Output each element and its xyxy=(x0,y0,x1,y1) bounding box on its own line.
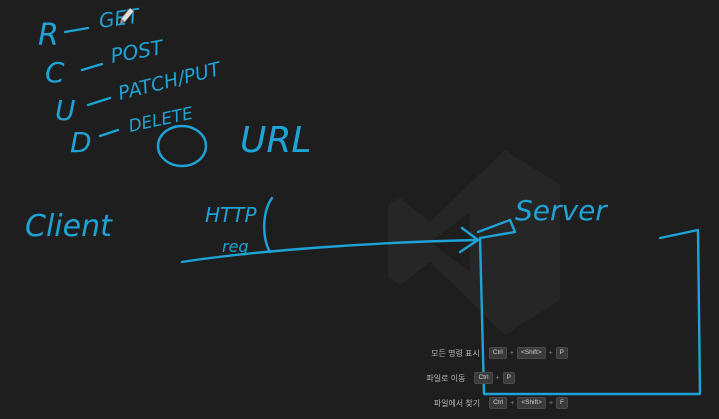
pen-cursor-icon xyxy=(119,7,135,25)
shortcut-find-in-files[interactable]: 파일에서 찾기 Ctrl + <Shift> + F xyxy=(434,395,568,411)
arrow-head xyxy=(458,226,480,254)
server-box xyxy=(476,218,702,396)
http-label: HTTP xyxy=(205,203,257,227)
shortcut-label: 파일로 이동 xyxy=(426,373,466,383)
shortcut-label: 모든 명령 표시 xyxy=(431,348,480,358)
dash-d xyxy=(98,128,120,138)
crud-u-method: PATCH/PUT xyxy=(116,58,224,105)
req-label: req xyxy=(222,237,249,256)
key: Ctrl xyxy=(489,397,508,409)
server-label: Server xyxy=(515,194,608,227)
paren-drawing xyxy=(263,196,274,254)
url-label: URL xyxy=(240,120,311,161)
key: <Shift> xyxy=(517,397,546,409)
shortcut-label: 파일에서 찾기 xyxy=(433,398,481,408)
key: P xyxy=(555,347,568,359)
shortcut-go-to-file[interactable]: 파일로 이동 Ctrl + P xyxy=(426,370,515,386)
dash-c xyxy=(80,62,104,72)
crud-c-letter: C xyxy=(45,56,65,89)
circle-drawing xyxy=(156,124,208,168)
client-label: Client xyxy=(25,209,113,244)
dash-u xyxy=(86,96,112,107)
key: Ctrl xyxy=(474,372,493,384)
key: <Shift> xyxy=(516,347,546,359)
crud-d-letter: D xyxy=(70,126,92,159)
key: Ctrl xyxy=(488,347,507,359)
dash-r xyxy=(63,26,90,34)
crud-u-letter: U xyxy=(55,94,76,127)
crud-c-method: POST xyxy=(109,35,167,68)
crud-r-method: GET xyxy=(97,3,142,33)
crud-d-method: DELETE xyxy=(127,104,195,137)
crud-r-letter: R xyxy=(38,18,59,53)
request-arrow xyxy=(180,238,480,264)
shortcut-show-all-commands[interactable]: 모든 명령 표시 Ctrl + <Shift> + P xyxy=(431,345,568,361)
key: P xyxy=(502,372,515,384)
key: F xyxy=(556,397,568,409)
